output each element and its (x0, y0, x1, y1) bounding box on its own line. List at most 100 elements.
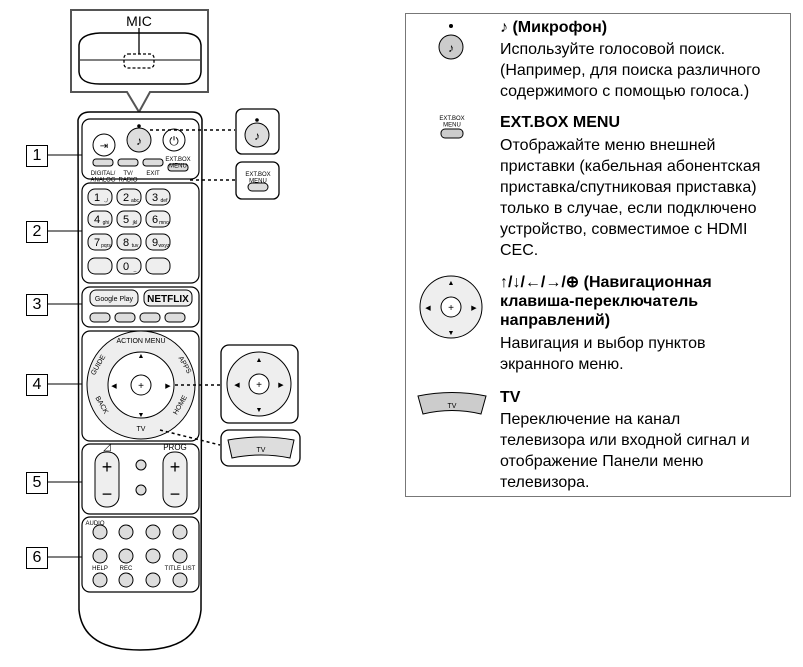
svg-text:◀: ◀ (234, 382, 240, 389)
svg-text:♪: ♪ (254, 129, 260, 143)
digit-sub-label: _ (133, 267, 137, 273)
digit-sub-label: ghi (103, 220, 110, 226)
digit-label: 9 (152, 237, 158, 249)
tv-radio-label: TV/RADIO (118, 171, 137, 184)
tv-title: TV (500, 389, 521, 406)
svg-text:▼: ▼ (256, 407, 263, 414)
svg-text:▶: ▶ (165, 383, 171, 390)
digit-sub-label: jkl (132, 220, 138, 226)
digit-sub-label: .,/ (104, 198, 109, 204)
aux-key (87, 257, 113, 275)
callout-3: 3 (26, 294, 48, 316)
tv-button-icon: TV (417, 392, 487, 415)
digit-label: 7 (94, 237, 100, 249)
svg-text:▲: ▲ (256, 357, 263, 364)
nav-key-icon: + ▲ ▼ ◀ ▶ (419, 275, 483, 339)
svg-text:+: + (448, 303, 454, 314)
section1-buttons: ⇥ ♪ ⏻ DIGITAL/ANALOG TV/RADIO EXIT EXT.B… (90, 124, 191, 184)
digit-key (87, 210, 113, 228)
help-label: HELP (92, 566, 108, 572)
audio-label: AUDIO (85, 521, 104, 527)
mic-icon: ♪ (500, 19, 508, 36)
zoom-tv-label: TV (257, 447, 266, 454)
digit-key (116, 233, 142, 251)
callout-2: 2 (26, 221, 48, 243)
svg-text:⇥: ⇥ (100, 141, 108, 152)
svg-text:♪: ♪ (136, 134, 142, 148)
extbox-description: Отображайте меню внешней приставки (кабе… (500, 137, 761, 259)
svg-text:♪: ♪ (448, 41, 454, 55)
prog-label: PROG (163, 443, 187, 452)
mic-description: Используйте голосовой поиск. (Например, … (500, 41, 761, 100)
digit-key (145, 210, 171, 228)
digit-key (116, 188, 142, 206)
navigation-ring: + ▲ ▼ ◀ ▶ ACTION MENU GUIDE APPS BACK HO… (86, 330, 196, 440)
svg-text:−: − (102, 484, 113, 504)
zoom-tv: TV (220, 429, 301, 467)
digit-label: 2 (123, 192, 129, 204)
exit-label: EXIT (146, 171, 160, 177)
nav-title: ↑/↓/←/→/⊕ (Навигационная клавиша-переклю… (500, 274, 712, 329)
zoom-mic: ♪ (235, 108, 280, 155)
digit-key (145, 233, 171, 251)
tv-icon-label: TV (448, 403, 457, 410)
mic-label: MIC (126, 13, 152, 29)
svg-text:▼: ▼ (138, 412, 145, 419)
svg-text:⏻: ⏻ (169, 134, 179, 148)
aux-key (145, 257, 171, 275)
tv-description: Переключение на канал телевизора или вхо… (500, 411, 750, 491)
mic-button-icon: ♪ (438, 24, 464, 60)
nav-description: Навигация и выбор пунктов экранного меню… (500, 335, 706, 373)
digit-label: 4 (94, 214, 100, 226)
digit-key (87, 233, 113, 251)
svg-text:+: + (102, 457, 113, 477)
google-play-label: Google Play (95, 296, 134, 303)
digit-key (87, 188, 113, 206)
mic-title: (Микрофон) (512, 19, 608, 36)
digit-key (116, 210, 142, 228)
remote-illustration: MIC ⇥ ♪ ⏻ DIGITAL/ANALOG TV/RADIO EXIT E… (48, 9, 301, 651)
digit-sub-label: abc (131, 198, 140, 204)
callout-4: 4 (26, 374, 48, 396)
callout-6: 6 (26, 547, 48, 569)
digit-sub-label: wxyz (158, 243, 170, 249)
svg-text:▶: ▶ (471, 305, 477, 312)
svg-text:▼: ▼ (448, 330, 455, 337)
svg-text:▲: ▲ (448, 280, 455, 287)
svg-text:◀: ◀ (111, 383, 117, 390)
digit-label: 8 (123, 237, 129, 249)
digit-label: 6 (152, 214, 158, 226)
digital-analog-label: DIGITAL/ANALOG (90, 171, 115, 184)
section3-buttons: Google Play NETFLIX (89, 289, 193, 323)
digit-sub-label: def (161, 198, 169, 204)
svg-text:+: + (170, 457, 181, 477)
digit-sub-label: mno (159, 220, 169, 226)
tv-ring-label: TV (137, 426, 146, 433)
action-menu-label: ACTION MENU (117, 338, 166, 345)
svg-text:◿: ◿ (103, 442, 111, 453)
digit-label: 5 (123, 214, 129, 226)
section6-buttons: AUDIO HELP REC TITLE LIST (85, 521, 196, 588)
callout-5: 5 (26, 472, 48, 494)
digit-key (145, 188, 171, 206)
svg-text:−: − (170, 484, 181, 504)
digit-label: 3 (152, 192, 158, 204)
svg-text:▲: ▲ (138, 353, 145, 360)
legend-panel: ♪ ♪ (Микрофон) Используйте голосовой пои… (405, 13, 791, 497)
extbox-title: EXT.BOX MENU (500, 114, 621, 131)
title-list-label: TITLE LIST (165, 566, 196, 572)
zoom-nav: + ▲ ▼ ◀ ▶ (220, 344, 299, 424)
digit-label: 0 (123, 261, 129, 273)
callout-1: 1 (26, 145, 48, 167)
digit-sub-label: pqrs (101, 243, 111, 249)
mic-zoom-callout: MIC (70, 9, 209, 115)
digit-sub-label: tuv (132, 243, 139, 249)
svg-text:+: + (138, 381, 144, 392)
rec-label: REC (120, 566, 133, 572)
